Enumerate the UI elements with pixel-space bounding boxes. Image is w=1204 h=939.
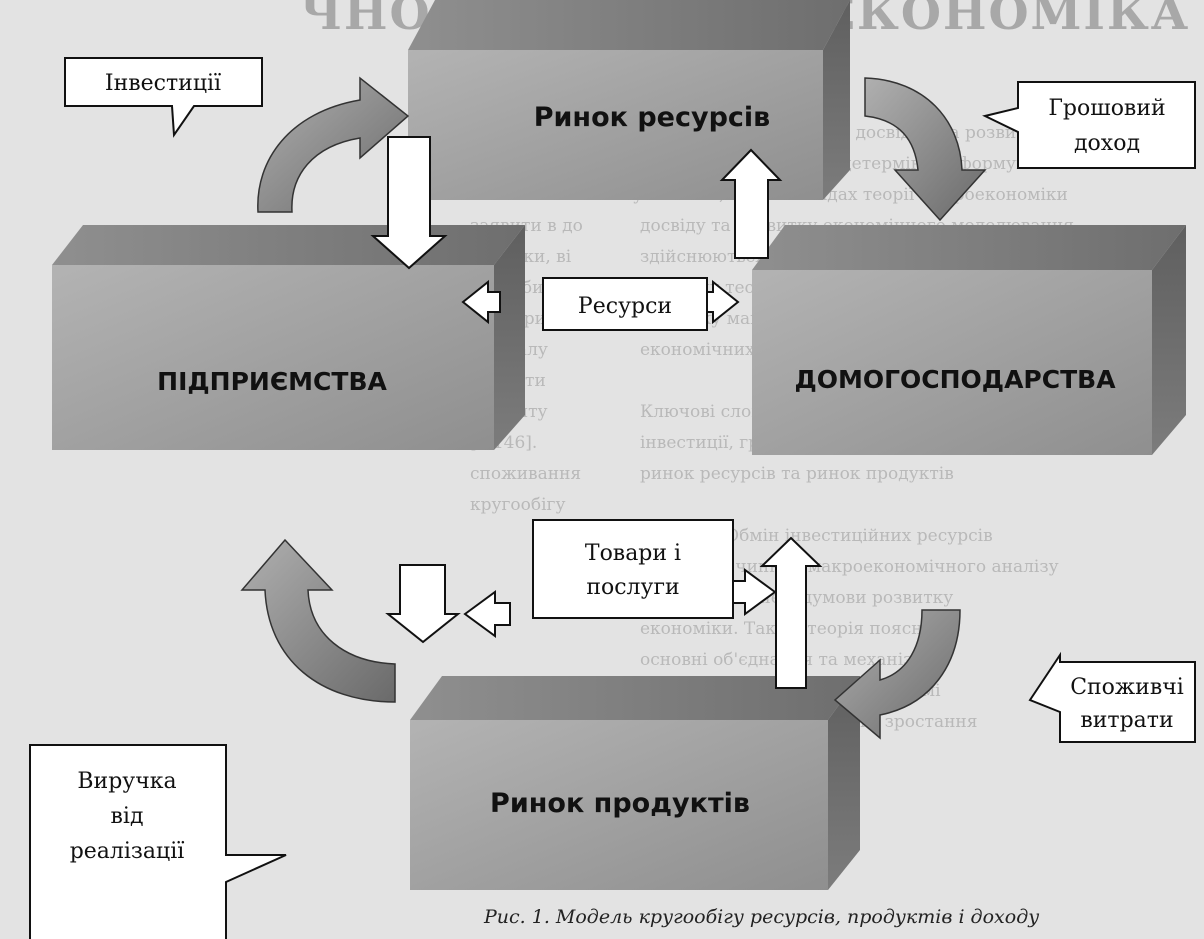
consumer-spending-line-2: витрати bbox=[1080, 708, 1173, 733]
resources-label-text: Ресурси bbox=[578, 294, 672, 319]
goods-services-label: Товари і послуги bbox=[532, 519, 734, 619]
product-market-title: Ринок продуктів bbox=[490, 788, 750, 819]
investment-curved-arrow bbox=[257, 76, 410, 213]
revenue-callout: Виручка від реалізації bbox=[29, 744, 287, 939]
resources-flow-arrows bbox=[370, 136, 783, 325]
firms-box: ПІДПРИЄМСТВА bbox=[52, 225, 525, 450]
firms-title: ПІДПРИЄМСТВА bbox=[157, 367, 387, 396]
goods-services-line-1: Товари і bbox=[585, 541, 681, 566]
goods-services-line-2: послуги bbox=[586, 575, 679, 600]
background-heading-right: ЕКОНОМІКА bbox=[820, 0, 1191, 40]
resources-label: Ресурси bbox=[542, 277, 708, 331]
investments-text: Інвестиції bbox=[105, 71, 221, 96]
revenue-curved-arrow bbox=[240, 538, 396, 703]
money-income-curved-arrow bbox=[864, 77, 987, 222]
revenue-line-3: реалізації bbox=[70, 839, 185, 864]
investments-callout: Інвестиції bbox=[64, 57, 263, 138]
revenue-line-2: від bbox=[111, 804, 144, 829]
money-income-line-2: доход bbox=[1074, 131, 1140, 156]
consumer-spending-callout: Споживчі витрати bbox=[1028, 651, 1196, 743]
money-income-callout: Грошовий доход bbox=[982, 81, 1196, 169]
consumer-spending-curved-arrow bbox=[833, 609, 961, 740]
households-title: ДОМОГОСПОДАРСТВА bbox=[794, 365, 1116, 394]
resource-market-box: Ринок ресурсів bbox=[408, 0, 850, 200]
product-market-box: Ринок продуктів bbox=[410, 676, 860, 890]
resource-market-title: Ринок ресурсів bbox=[534, 102, 771, 133]
money-income-line-1: Грошовий bbox=[1048, 96, 1165, 121]
consumer-spending-line-1: Споживчі bbox=[1070, 675, 1184, 700]
goods-services-flow-arrows bbox=[385, 536, 823, 689]
revenue-line-1: Виручка bbox=[77, 769, 176, 794]
figure-caption: Рис. 1. Модель кругообігу ресурсів, прод… bbox=[484, 906, 1040, 928]
households-box: ДОМОГОСПОДАРСТВА bbox=[752, 225, 1186, 455]
